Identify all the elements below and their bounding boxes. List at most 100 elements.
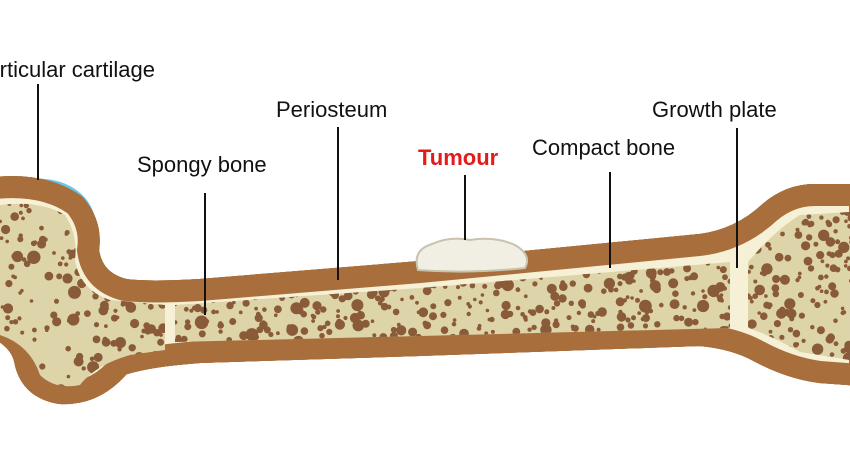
spongy-dot <box>175 320 178 325</box>
spongy-dot <box>835 239 841 245</box>
spongy-dot <box>0 219 2 224</box>
spongy-dot <box>20 330 25 335</box>
spongy-dot <box>157 271 163 277</box>
spongy-dot <box>56 273 63 280</box>
spongy-dot <box>152 267 157 272</box>
spongy-dot <box>527 327 532 332</box>
spongy-dot <box>317 325 324 332</box>
spongy-dot <box>311 314 317 320</box>
spongy-dot <box>198 322 203 327</box>
spongy-dot <box>716 265 721 270</box>
spongy-dot <box>100 220 114 233</box>
spongy-dot <box>286 324 292 329</box>
label-compact-bone: Compact bone <box>532 135 675 160</box>
spongy-dot <box>688 275 694 281</box>
spongy-dot <box>597 307 607 317</box>
spongy-dot <box>39 363 46 370</box>
spongy-dot <box>603 277 616 290</box>
spongy-dot <box>648 308 654 314</box>
spongy-dot <box>535 304 544 314</box>
spongy-dot <box>823 299 828 304</box>
spongy-dot <box>801 220 807 226</box>
spongy-dot <box>297 262 302 264</box>
spongy-dot <box>106 218 113 226</box>
spongy-dot <box>262 307 267 312</box>
spongy-dot <box>717 296 724 303</box>
spongy-dot <box>135 387 140 392</box>
spongy-dot <box>773 320 782 328</box>
spongy-dot <box>824 274 829 279</box>
spongy-dot <box>727 278 730 284</box>
spongy-dot <box>625 295 630 300</box>
spongy-dot <box>146 215 153 222</box>
spongy-dot <box>124 217 131 224</box>
spongy-dot <box>111 314 118 322</box>
spongy-dot <box>844 219 848 223</box>
spongy-dot <box>668 278 679 289</box>
spongy-dot <box>824 289 829 295</box>
spongy-dot <box>723 312 730 321</box>
spongy-dot <box>158 203 165 205</box>
spongy-dot <box>523 294 528 299</box>
spongy-dot <box>136 203 147 205</box>
spongy-dot <box>175 337 183 342</box>
spongy-dot <box>748 212 752 215</box>
spongy-dot <box>816 326 825 335</box>
label-articular-cartilage: Articular cartilage <box>0 57 155 82</box>
spongy-dot <box>801 338 806 343</box>
spongy-dot <box>587 311 595 318</box>
spongy-dot <box>299 297 310 308</box>
spongy-dot <box>494 282 502 290</box>
spongy-dot <box>114 249 121 256</box>
spongy-dot <box>608 286 614 293</box>
spongy-dot <box>444 299 452 307</box>
spongy-dot <box>110 213 115 218</box>
spongy-dot <box>627 322 635 329</box>
spongy-dot <box>663 268 671 276</box>
spongy-dot <box>396 325 407 336</box>
spongy-dot <box>121 258 129 266</box>
spongy-dot <box>619 323 624 328</box>
spongy-dot <box>67 313 80 326</box>
spongy-dot <box>145 245 152 253</box>
spongy-dot <box>93 322 100 328</box>
spongy-dot <box>17 316 22 321</box>
spongy-dot <box>818 274 824 281</box>
spongy-dot <box>844 340 850 350</box>
spongy-dot <box>218 321 223 326</box>
spongy-dot <box>806 234 813 241</box>
spongy-dot <box>840 348 847 354</box>
spongy-dot <box>493 289 500 297</box>
spongy-dot <box>415 300 419 305</box>
spongy-dot <box>142 223 152 233</box>
spongy-dot <box>591 319 596 324</box>
spongy-dot <box>692 318 699 326</box>
spongy-dot <box>768 246 772 251</box>
spongy-dot <box>113 308 118 313</box>
spongy-dot <box>54 298 59 304</box>
spongy-dot <box>21 216 25 221</box>
spongy-dot <box>263 326 271 334</box>
spongy-dot <box>105 306 109 311</box>
spongy-dot <box>311 319 315 323</box>
spongy-dot <box>374 295 381 302</box>
spongy-dot <box>639 299 652 313</box>
spongy-dot <box>834 266 841 273</box>
spongy-dot <box>467 304 472 309</box>
label-tumour: Tumour <box>418 145 499 170</box>
spongy-dot <box>469 282 476 289</box>
spongy-dot <box>830 289 839 298</box>
spongy-dot <box>540 324 552 336</box>
spongy-dot <box>795 227 800 232</box>
spongy-dot <box>757 311 761 315</box>
spongy-dot <box>276 331 280 336</box>
spongy-dot <box>160 207 164 212</box>
spongy-dot <box>637 311 642 315</box>
spongy-dot <box>167 237 172 242</box>
spongy-dot <box>669 301 675 307</box>
spongy-dot <box>162 251 165 256</box>
spongy-dot <box>102 336 108 342</box>
spongy-dot <box>334 319 345 330</box>
spongy-dot <box>127 248 132 252</box>
spongy-dot <box>256 326 264 334</box>
